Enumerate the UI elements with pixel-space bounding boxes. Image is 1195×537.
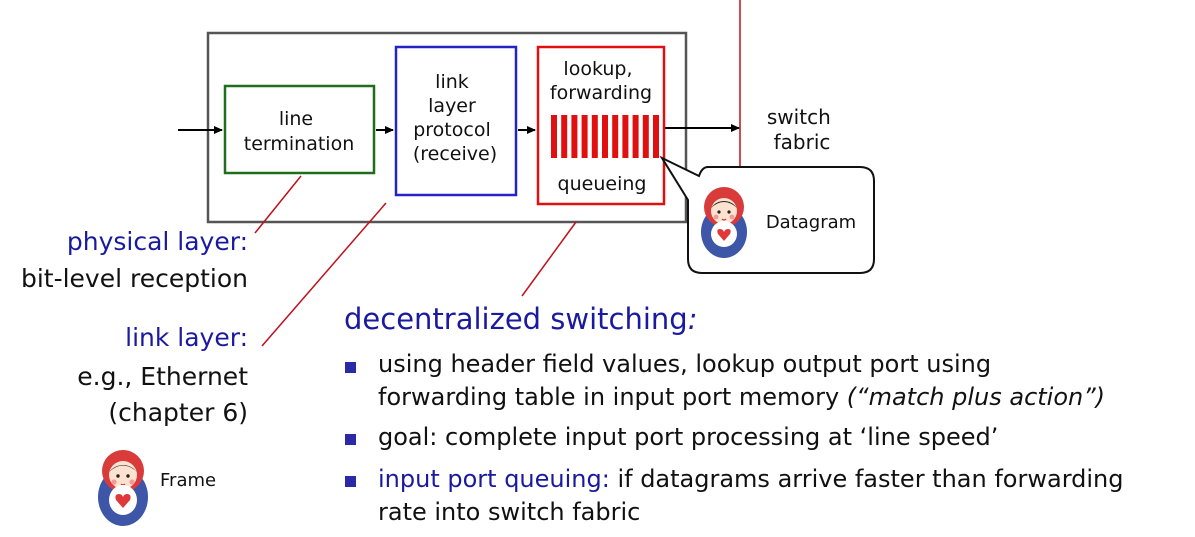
input-port-queuing-term: input port queuing: [378,465,610,493]
decentralized-switching-pointer [521,221,577,297]
queue-slot [653,115,659,158]
bullet-3-rest: if datagrams arrive faster than forwardi… [609,465,1124,493]
queue-slot [602,115,608,158]
bullet-1: using header field values, lookup output… [378,348,1105,414]
bullet-3-marker [345,476,356,487]
bullet-3-line-1: input port queuing: if datagrams arrive … [378,463,1123,496]
link-layer-protocol-label: link layer protocol (receive) [413,71,497,165]
physical-layer-title: physical layer: [66,227,248,256]
heading-colon: : [687,302,698,336]
bullet-1-italic: (“match plus action”) [846,383,1106,411]
line-termination-label: line termination [244,108,354,155]
queue-slot [581,115,588,158]
datagram-label: Datagram [766,212,856,233]
link-layer-title: link layer: [125,323,248,352]
link-layer-pointer [261,202,387,347]
queue-buffer [551,115,659,158]
physical-layer-pointer [254,175,302,234]
queue-slot [561,115,568,158]
frame-label: Frame [160,470,217,491]
lookup-forwarding-label: lookup, forwarding [550,58,652,104]
bullet-1-line-2: forwarding table in input port memory (“… [378,381,1105,414]
line-termination-block [223,84,376,175]
bullet-2: goal: complete input port processing at … [378,423,999,451]
queueing-label: queueing [558,173,647,195]
bullet-1-marker [345,362,356,373]
queue-slot [612,115,619,158]
link-layer-example: e.g., Ethernet [77,362,248,391]
link-layer-chapter: (chapter 6) [108,398,248,427]
queue-slot [571,115,578,158]
queue-slot [591,115,598,158]
link-layer-protocol-block [394,45,518,197]
queue-slot [622,115,629,158]
queue-slot [642,115,649,158]
bullet-3: input port queuing: if datagrams arrive … [378,463,1123,529]
bullet-1-line-2-text: forwarding table in input port memory [378,383,847,411]
decentralized-switching-heading: decentralized switching: [344,302,698,336]
queue-slot [632,115,639,158]
heading-text: decentralized switching [344,302,688,336]
matryoshka-doll-icon [701,187,747,258]
bullet-2-marker [345,434,356,445]
bullet-1-line-1: using header field values, lookup output… [378,350,992,378]
switch-fabric-label: switch fabric [767,105,837,154]
queue-slot [551,115,557,158]
frame-doll-icon [98,450,148,526]
physical-layer-description: bit-level reception [20,264,248,293]
bullet-3-line-2: rate into switch fabric [378,498,641,526]
